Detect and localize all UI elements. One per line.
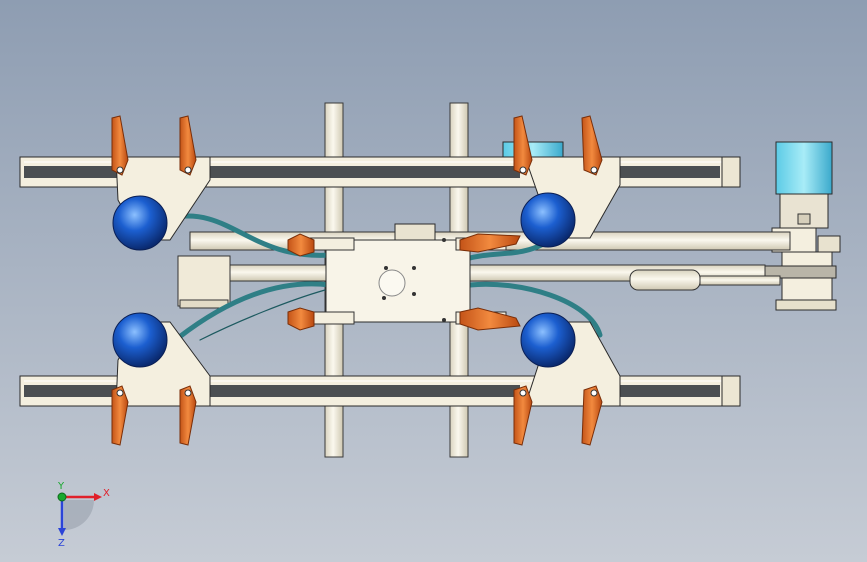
lever-bottom-1[interactable]	[111, 385, 129, 446]
hose-thin-left	[199, 289, 326, 341]
carriage-top-block	[394, 223, 436, 241]
carriage-bolt-3	[412, 292, 416, 296]
lever-top-2[interactable]	[179, 115, 197, 176]
hose-bottom-right[interactable]	[467, 281, 603, 338]
lever-bottom-3[interactable]	[513, 385, 533, 446]
rod-end-left	[177, 255, 231, 307]
top-rail-endcap	[721, 156, 741, 188]
triad-z-label: Z	[58, 538, 65, 549]
ball-top-right[interactable]	[520, 192, 576, 248]
triad-x-label: X	[103, 488, 110, 499]
triad-shadow	[64, 500, 94, 530]
clamp-block-right-2	[817, 235, 841, 253]
lever-bottom-2[interactable]	[179, 385, 197, 446]
bottom-rail-slot-mid	[210, 385, 520, 397]
lever-top-1[interactable]	[111, 115, 129, 176]
lever-top-4[interactable]	[581, 115, 603, 176]
pivot-bolts	[116, 166, 598, 397]
lever-bottom-4[interactable]	[581, 385, 603, 446]
carriage-bolt-5	[442, 238, 446, 242]
top-rail-slot-right	[620, 166, 720, 178]
carriage-bolt-4	[382, 296, 386, 300]
ball-bottom-left[interactable]	[112, 312, 168, 368]
motor-housing-right[interactable]	[775, 141, 833, 195]
clamp-levers[interactable]	[111, 115, 603, 446]
bolt-bl-1	[116, 389, 124, 397]
triad-y-axis-dot	[57, 492, 67, 502]
bottom-rail-endcap	[721, 375, 741, 407]
triad-z-arrow	[58, 528, 66, 536]
bottom-rail-slot-right	[620, 385, 720, 397]
hose-bottom-left[interactable]	[175, 281, 333, 341]
carriage-bolt-6	[442, 318, 446, 322]
carriage-bolt-1	[384, 266, 388, 270]
carriage-clamp-bottom-left[interactable]	[309, 311, 355, 325]
top-rail-slot-left	[24, 166, 124, 178]
coordinate-triad: X Y Z	[57, 481, 110, 549]
pedestal-base-right	[775, 299, 837, 311]
triad-y-label: Y	[57, 481, 65, 492]
lever-carriage-bottom-right[interactable]	[459, 307, 521, 331]
pneumatic-cylinder[interactable]	[629, 269, 701, 291]
top-rail-slot-mid	[210, 166, 520, 178]
bolt-br-1	[519, 389, 527, 397]
ball-top-left[interactable]	[112, 195, 168, 251]
carriage-clamp-top-left[interactable]	[309, 237, 355, 251]
bolt-tr-2	[590, 166, 598, 174]
ball-bottom-right[interactable]	[520, 312, 576, 368]
triad-x-arrow	[94, 493, 102, 501]
bolt-br-2	[590, 389, 598, 397]
carriage-center-knob[interactable]	[378, 269, 406, 297]
bolt-bl-2	[184, 389, 192, 397]
cylinder-piston	[699, 275, 781, 286]
lever-top-3[interactable]	[513, 115, 533, 176]
bolt-tl-2	[184, 166, 192, 174]
bolt-tr-1	[519, 166, 527, 174]
motor-shaft-block	[797, 213, 811, 225]
carriage-bolt-2	[412, 266, 416, 270]
lever-carriage-top-left[interactable]	[287, 233, 315, 257]
bolt-tl-1	[116, 166, 124, 174]
ball-grippers[interactable]	[112, 192, 576, 368]
bottom-rail-slot-left	[24, 385, 124, 397]
lever-carriage-bottom-left[interactable]	[287, 307, 315, 331]
lever-carriage-top-right[interactable]	[459, 233, 521, 253]
